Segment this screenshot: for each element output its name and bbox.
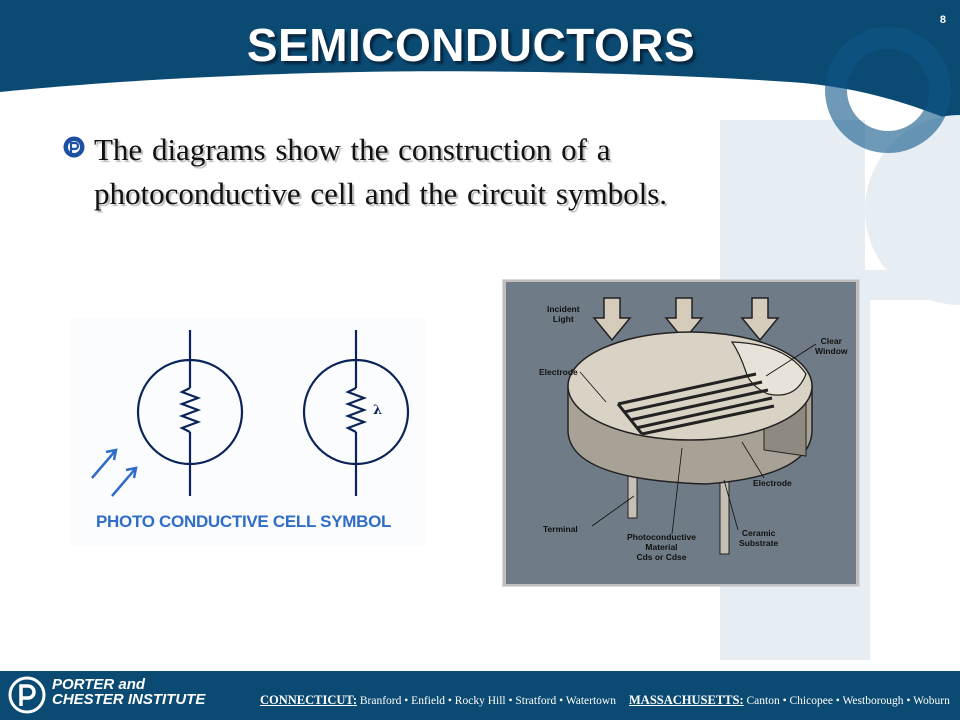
logo-line2: CHESTER INSTITUTE <box>52 691 206 708</box>
construction-drawing <box>506 282 856 584</box>
logo-text: PORTER and CHESTER INSTITUTE <box>52 677 205 707</box>
connecticut-towns: Branford • Enfield • Rocky Hill • Stratf… <box>359 695 616 707</box>
light-arrows <box>592 297 780 342</box>
symbol-drawing: λ <box>91 330 410 497</box>
label-electrode-top: Electrode <box>539 367 578 377</box>
massachusetts-label: MASSACHUSETTS: <box>629 693 744 707</box>
incident-light-arrows <box>91 448 138 497</box>
connecticut-label: CONNECTICUT: <box>260 693 357 707</box>
symbol-figure: λ PHOTO CONDUCTIVE CELL SYMBOL <box>70 318 426 546</box>
logo-line1: PORTER and <box>52 676 146 693</box>
slide-title: SEMICONDUCTORS <box>246 19 696 71</box>
electrode-fingers <box>616 372 775 436</box>
label-electrode-right: Electrode <box>753 478 792 488</box>
connecticut-locations: CONNECTICUT: Branford • Enfield • Rocky … <box>260 693 616 708</box>
body-text: The diagrams show the construction of a … <box>94 132 668 211</box>
symbol-caption: PHOTO CONDUCTIVE CELL SYMBOL <box>96 512 392 531</box>
label-terminal: Terminal <box>543 524 578 534</box>
lambda-symbol: λ <box>373 403 382 418</box>
watermark-logo-ring <box>825 27 951 153</box>
footer-bar: PORTER and CHESTER INSTITUTE CONNECTICUT… <box>0 671 960 720</box>
pc-bullet-icon <box>63 136 85 158</box>
massachusetts-towns: Canton • Chicopee • Westborough • Woburn <box>746 695 950 707</box>
cell-body <box>567 331 813 485</box>
massachusetts-locations: MASSACHUSETTS: Canton • Chicopee • Westb… <box>629 693 950 708</box>
porter-chester-logo-icon <box>8 676 46 714</box>
page-number: 8 <box>939 14 946 26</box>
